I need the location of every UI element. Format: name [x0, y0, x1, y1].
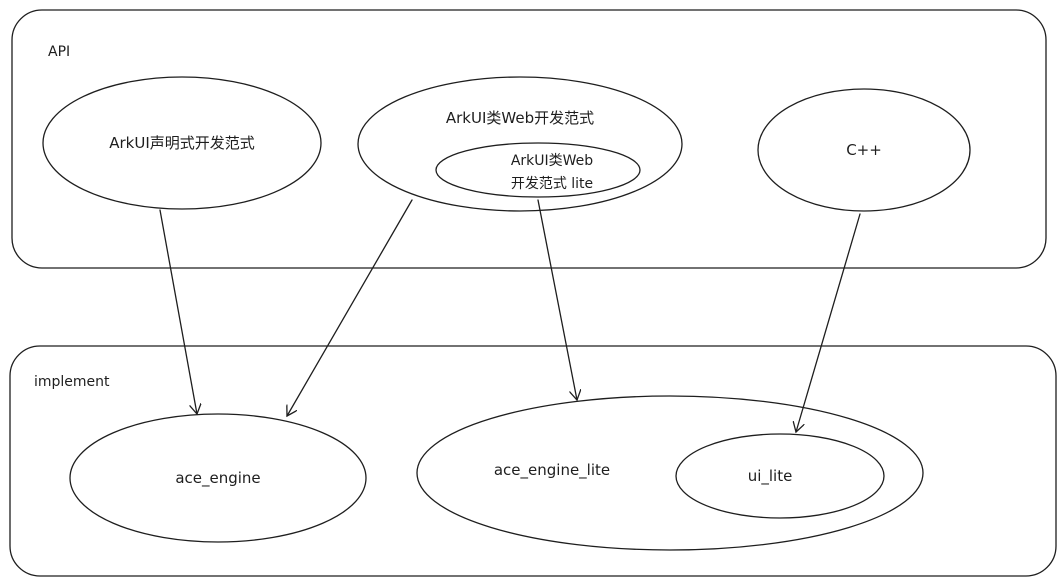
implement-group: implement [9, 345, 1057, 577]
edge-cpp-to-ui-lite [796, 213, 861, 432]
api-group: API [11, 9, 1047, 269]
node-ui-lite: ui_lite [675, 433, 885, 519]
implement-group-label: implement [34, 374, 110, 390]
node-arkui-web-lite-label-line2: 开发范式 lite [511, 175, 593, 192]
edges [159, 199, 861, 432]
node-cpp-shape [757, 88, 971, 212]
edge-web-to-ace-engine [287, 199, 413, 416]
node-arkui-web-lite-shape [435, 142, 641, 198]
node-ui-lite-label: ui_lite [748, 467, 793, 486]
node-ace-engine-lite-label: ace_engine_lite [494, 461, 610, 480]
node-ace-engine-shape [69, 413, 367, 543]
node-ace-engine-label: ace_engine [175, 469, 260, 488]
node-arkui-web-label: ArkUI类Web开发范式 [446, 109, 594, 127]
node-cpp-label: C++ [846, 141, 882, 159]
node-arkui-web-lite-label-line1: ArkUI类Web [511, 153, 593, 169]
node-ace-engine: ace_engine [69, 413, 367, 543]
api-group-box [11, 9, 1047, 269]
node-ace-engine-lite-shape [416, 395, 924, 551]
node-arkui-declarative-shape [42, 76, 322, 210]
node-ui-lite-shape [675, 433, 885, 519]
node-ace-engine-lite: ace_engine_lite [416, 395, 924, 551]
api-group-label: API [48, 44, 70, 60]
node-arkui-declarative-label: ArkUI声明式开发范式 [109, 134, 255, 152]
node-arkui-web: ArkUI类Web开发范式 [357, 76, 683, 212]
node-cpp: C++ [757, 88, 971, 212]
node-arkui-declarative: ArkUI声明式开发范式 [42, 76, 322, 210]
node-arkui-web-shape [357, 76, 683, 212]
implement-group-box [9, 345, 1057, 577]
node-arkui-web-lite: ArkUI类Web 开发范式 lite [435, 142, 641, 198]
edge-declarative-to-ace-engine [159, 209, 197, 414]
edge-web-lite-to-ace-engine-lite [537, 199, 577, 400]
